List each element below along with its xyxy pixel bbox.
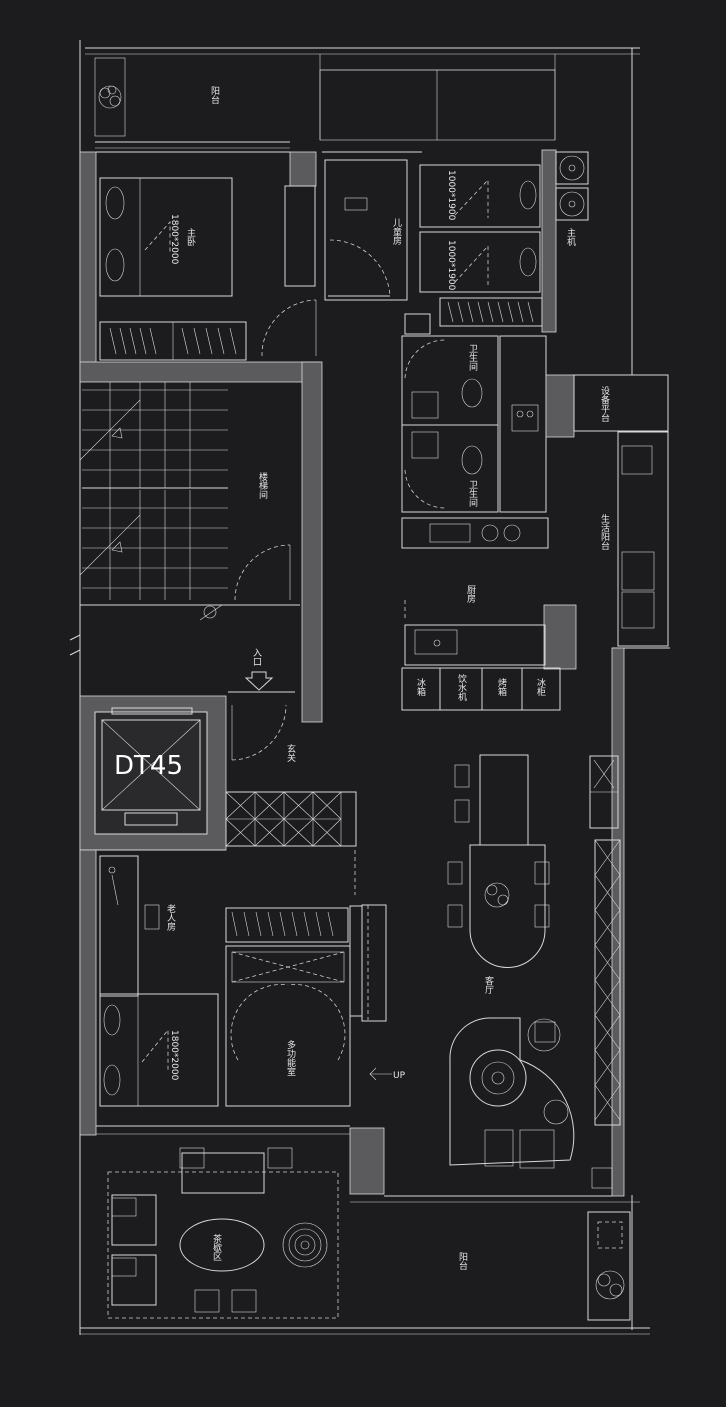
elder-room	[79, 849, 350, 1136]
label-stairwell: 楼梯间	[257, 471, 268, 500]
label-kids-bed-size-2: 1000*1900	[446, 240, 456, 291]
label-balcony-top: 阳台	[209, 86, 220, 105]
label-kids-room: 儿童房	[391, 218, 402, 246]
label-entrance: 入口	[251, 648, 262, 666]
pillow-icon	[103, 1004, 121, 1096]
label-kitchen: 厨房	[465, 585, 476, 604]
label-master-bedroom: 主卧	[185, 227, 196, 247]
service-balcony	[612, 431, 670, 649]
entrance	[228, 671, 295, 761]
label-up: UP	[393, 1071, 406, 1081]
label-bathroom-2: 卫生间	[467, 480, 478, 508]
label-bathroom-1: 卫生间	[467, 344, 478, 372]
label-steam-oven: 烤箱	[496, 677, 507, 697]
label-foyer: 玄关	[285, 743, 296, 763]
label-kids-bed-size-1: 1000*1900	[446, 170, 456, 221]
multi-room	[225, 907, 351, 1107]
stove-icon	[481, 524, 521, 542]
balcony-bottom	[107, 1147, 631, 1321]
label-water-dispenser: 饮水机	[456, 673, 467, 702]
stairwell	[69, 361, 323, 723]
elevator	[79, 695, 227, 851]
label-freezer: 冰柜	[535, 677, 546, 697]
label-host-unit: 主机	[565, 227, 576, 247]
master-bedroom	[79, 151, 317, 381]
stair-treads	[79, 382, 228, 600]
label-service-balcony: 生活阳台	[599, 513, 610, 551]
pillow-icon	[519, 180, 537, 277]
ac-host-units	[555, 151, 589, 221]
bathrooms	[401, 313, 547, 513]
kitchen	[401, 517, 577, 711]
kids-room	[322, 149, 557, 333]
equipment-platform	[545, 374, 669, 438]
label-fridge: 冰箱	[415, 677, 426, 697]
balcony-top	[94, 54, 556, 149]
label-elevator: DT45	[114, 751, 183, 781]
label-elder-room: 老人房	[165, 903, 176, 932]
label-elder-bed-size: 1800*2000	[169, 1030, 179, 1081]
plant-icon	[595, 1270, 625, 1300]
plant-icon	[98, 85, 122, 109]
label-balcony-bottom: 阳台	[457, 1252, 468, 1271]
rug-icon	[282, 1222, 328, 1268]
flower-icon	[484, 882, 510, 908]
label-multi-room: 多功能室	[285, 1039, 296, 1076]
pillow-icon	[105, 186, 125, 282]
living-room	[447, 647, 625, 1197]
label-living-room: 客厅	[483, 975, 494, 994]
label-equipment-platform: 设备平台	[599, 386, 610, 423]
up-arrow-icon	[369, 1067, 392, 1081]
central-partition	[349, 904, 640, 1203]
label-master-bed-size: 1800*2000	[169, 214, 179, 265]
foyer-cabinets	[225, 791, 357, 895]
label-tea-area: 茶歇区	[211, 1233, 222, 1261]
